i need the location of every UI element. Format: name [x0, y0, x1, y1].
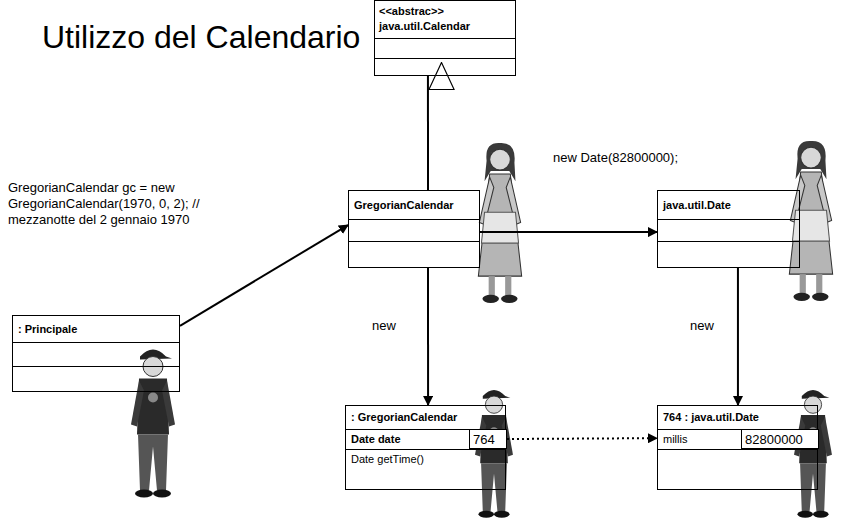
compartment-line [658, 241, 799, 242]
compartment-line [375, 38, 515, 39]
box-text: millis [663, 433, 687, 446]
compartment-line [13, 366, 179, 367]
edge-label: GregorianCalendar gc = new GregorianCale… [8, 180, 233, 228]
box-heading: : GregorianCalendar [351, 411, 457, 424]
association-arrow [737, 268, 739, 405]
compartment-line [349, 241, 479, 242]
object-box: : Principale [12, 315, 180, 392]
box-text: Date date [351, 433, 401, 446]
box-heading: : Principale [18, 323, 77, 336]
compartment-line [349, 219, 479, 220]
box-text: java.util.Calendar [379, 20, 470, 33]
association-arrow [480, 231, 657, 233]
box-heading: 764 : java.util.Date [663, 411, 759, 424]
class-box: GregorianCalendar [348, 190, 480, 268]
compartment-line [658, 449, 817, 450]
box-text: Date getTime() [351, 453, 424, 466]
edge-label: new [372, 318, 396, 334]
object-box: : GregorianCalendarDate dateDate getTime… [345, 405, 506, 490]
lady-figure [478, 143, 521, 303]
box-heading: GregorianCalendar [354, 199, 454, 212]
class-box: java.util.Date [657, 190, 800, 268]
edge-label: new Date(82800000); [553, 150, 678, 166]
compartment-line [375, 58, 515, 59]
inheritance-arrow [427, 76, 429, 190]
object-box: 764 : java.util.Date millis 82800000 [657, 405, 818, 490]
lady-figure [789, 141, 832, 301]
box-heading: java.util.Date [663, 199, 731, 212]
abstract-class-box: <<abstrac>> java.util.Calendar [374, 0, 516, 76]
box-heading: 82800000 [745, 432, 803, 447]
association-arrow [427, 268, 429, 405]
man-figure [475, 390, 513, 518]
value-box: 82800000 [741, 429, 819, 449]
edge-label: new [690, 318, 714, 334]
reference-arrow [507, 437, 657, 440]
compartment-line [13, 342, 179, 343]
box-heading: <<abstrac>> [379, 5, 444, 18]
value-box: 764 [469, 429, 507, 449]
man-figure [794, 390, 832, 518]
compartment-line [346, 449, 505, 450]
compartment-line [658, 219, 799, 220]
association-arrow [180, 225, 348, 326]
diagram-title: Utilizzo del Calendario [42, 16, 360, 58]
man-figure [131, 350, 175, 498]
box-heading: 764 [473, 432, 495, 447]
